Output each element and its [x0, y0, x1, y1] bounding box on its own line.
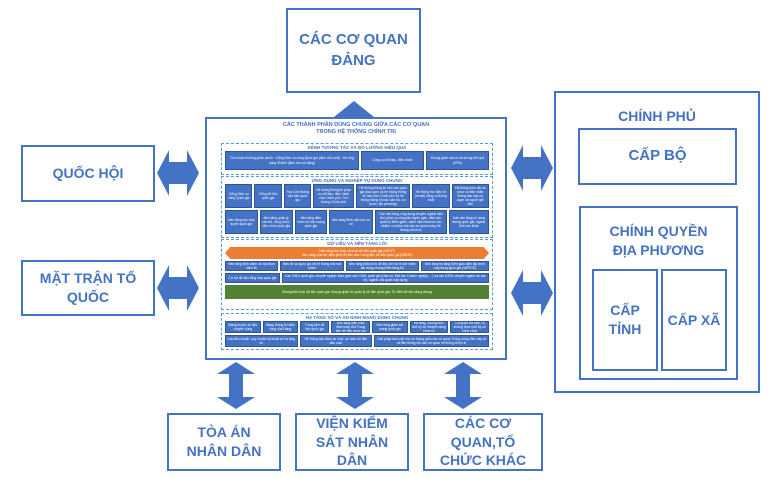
ministry-box: CẤP BỘ [578, 128, 737, 185]
cell: Giải pháp bảo mật cho hệ thống giữa các … [374, 335, 489, 347]
cell: Bản đồ số quốc gia và hệ thống mã hoá ch… [280, 261, 344, 271]
cell: Cổng kết nối dịch vụ chứng thực chữ ký s… [450, 321, 489, 333]
central-title: CÁC THÀNH PHẦN DÙNG CHUNG GIỮA CÁC CƠ QU… [282, 122, 430, 136]
cell: Nền tảng giám sát mạng quốc gia [372, 321, 408, 333]
cell: Trung tâm dữ liệu quốc gia [300, 321, 330, 333]
data-integration-platform-bar: Nền tảng tích hợp, chia sẻ dữ liệu quốc … [225, 247, 489, 259]
cell: Cửa nhận trường phản chính · Cổng Dịch v… [225, 151, 359, 170]
national-assembly-box: QUỐC HỘI [21, 145, 155, 202]
cell: Mạng truyền số liệu chuyên dùng [225, 321, 261, 333]
local-government-label: CHÍNH QUYỀN ĐỊA PHƯƠNG [609, 223, 708, 258]
section-data-core: DỮ LIỆU VÀ NỀN TẢNG LÕI Nền tảng tích hợ… [221, 239, 493, 310]
double-arrow-vertical-icon [217, 362, 255, 409]
cell: Nền tảng điện toán đám mây của Trung tâm… [331, 321, 371, 333]
orange-line: Nền tảng tích hợp, chia sẻ dữ liệu quốc … [319, 249, 395, 253]
cell: Hệ thống thông tin báo cáo quốc gia (bao… [356, 184, 411, 208]
cell: Nền tảng điều hành và tính mạng quốc gia [294, 210, 328, 234]
cell: Nền tảng quản lý cán bộ, công chức, viên… [259, 210, 293, 234]
section-infrastructure: HẠ TẦNG SỐ VÀ AN NINH MẠNG DÙNG CHUNG Mạ… [221, 313, 493, 350]
fatherland-front-box: MẶT TRẬN TỔ QUỐC [21, 260, 155, 316]
province-box: CẤP TỈNH [592, 269, 658, 371]
double-arrow-horizontal-icon [511, 145, 553, 191]
commune-box: CẤP XÃ [661, 269, 727, 371]
cell: Các nền tảng, ứng dụng chuyên ngành dẫn … [374, 210, 448, 234]
cell: Hệ thống thông tin phục vụ chỉ đạo, điều… [313, 184, 354, 208]
government-label: CHÍNH PHỦ [618, 108, 696, 124]
cell: Trục Liên thông văn bản quốc gia [283, 184, 312, 208]
cell: Hạ tầng, chứng thực chữ ký số chuyên dùn… [409, 321, 449, 333]
cell: Cổng Dịch vụ công Quốc gia [225, 184, 253, 208]
cell: Cổng dữ liệu quốc gia [254, 184, 282, 208]
section-title: DỮ LIỆU VÀ NỀN TẢNG LÕI [327, 241, 387, 246]
double-arrow-vertical-icon [444, 362, 482, 409]
cell: Các tiêu chuẩn, quy chuẩn kỹ thuật về hạ… [225, 335, 298, 347]
party-box: CÁC CƠ QUAN ĐẢNG [286, 8, 421, 93]
section-title: ỨNG DỤNG VÀ NGHIỆP VỤ DÙNG CHUNG [311, 178, 403, 183]
court-box: TÒA ÁN NHÂN DÂN [167, 413, 281, 471]
double-arrow-vertical-icon [336, 362, 374, 409]
cell: Nền tảng Bình dân học vụ số [329, 210, 373, 234]
cell: Nền tảng định danh và xác thực điện tử [225, 261, 279, 271]
cell: Hệ thống theo dõi và phục vụ tiếp nhận t… [451, 184, 490, 208]
cell: Nền tảng hạ tầng Kiến giao diện lập trìn… [420, 261, 489, 271]
section-interaction: KÊNH TƯƠNG TÁC VÀ ĐO LƯỜNG HIỆU QUẢ Cửa … [221, 143, 493, 175]
cell: Hệ thống bảo đảm an ninh, an toàn dữ liệ… [299, 335, 373, 347]
section-applications: ỨNG DỤNG VÀ NGHIỆP VỤ DÙNG CHUNG Cổng Dị… [221, 176, 493, 238]
section-title: HẠ TẦNG SỐ VÀ AN NINH MẠNG DÙNG CHUNG [305, 315, 409, 320]
cell: Nền tảng học trực tuyến quốc gia [225, 210, 258, 234]
cell: Công cụ chỉ đạo, điều hành [360, 151, 424, 170]
procuracy-box: VIỆN KIỂM SÁT NHÂN DÂN [295, 413, 409, 471]
cell: Các nền tảng số dùng chung quốc gia, ngà… [449, 210, 489, 234]
orange-line: Nền tảng chia sẻ, điều phối dữ liệu của … [302, 253, 412, 257]
double-arrow-horizontal-icon [157, 150, 199, 196]
shared-components-box: CÁC THÀNH PHẦN DÙNG CHUNG GIỮA CÁC CƠ QU… [205, 117, 507, 360]
cell: Hệ thống thư điện tử (email) công vụ thố… [412, 184, 450, 208]
cell: Cơ sở dữ liệu tổng hợp quốc gia [225, 273, 280, 283]
data-framework-bar: Khung kiến trúc dữ liệu quốc gia, Khung … [225, 285, 489, 299]
other-agencies-box: CÁC CƠ QUAN,TỔ CHỨC KHÁC [423, 413, 543, 471]
cell: Các CSDL quốc gia, chuyên ngành: Bao gồm… [281, 273, 489, 283]
cell: Mạng thông tin diện rộng của Đảng [262, 321, 299, 333]
cell: Nền tảng phân tích dữ liệu lớn và trí tu… [345, 261, 419, 271]
cell: Khung giám sát và đo lường kết quả (KPIs… [425, 151, 489, 170]
section-title: KÊNH TƯƠNG TÁC VÀ ĐO LƯỜNG HIỆU QUẢ [307, 145, 407, 150]
double-arrow-horizontal-icon [157, 265, 199, 311]
double-arrow-horizontal-icon [511, 270, 553, 316]
